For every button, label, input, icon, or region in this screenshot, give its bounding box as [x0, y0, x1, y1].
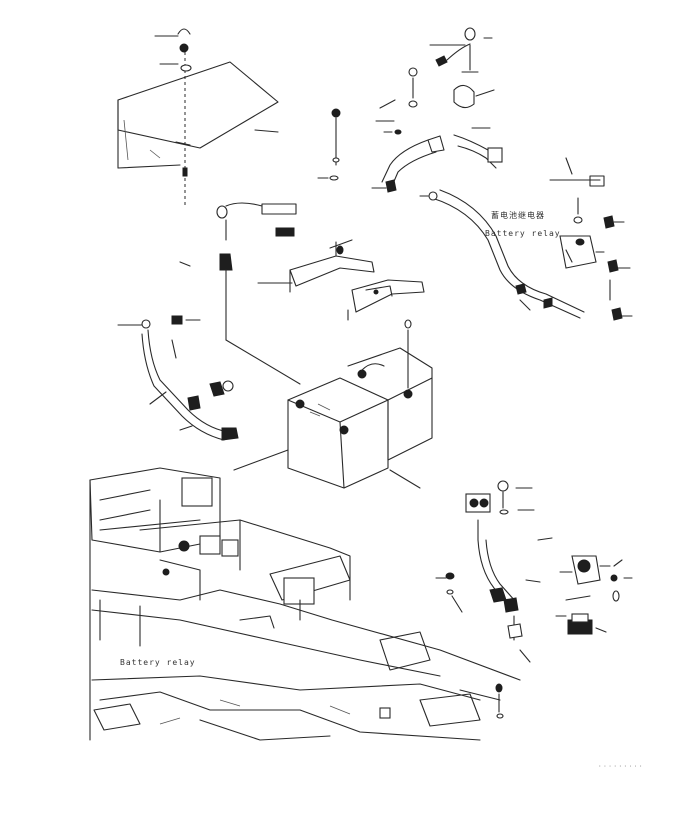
ground-bolt-lower — [495, 683, 504, 719]
terminal-bolt-stack — [317, 108, 341, 181]
battery-relay-group — [549, 157, 633, 321]
drawing-code: ········· — [598, 763, 644, 770]
battery-cover-plate — [117, 61, 279, 169]
battery-hold-down-bracket — [257, 239, 425, 321]
ground-cable-upper — [179, 202, 301, 385]
machine-frame — [89, 467, 521, 741]
starter-relay-group — [435, 480, 553, 663]
battery-ground-lead — [233, 449, 289, 471]
battery-left — [287, 377, 389, 489]
top-cable-assembly — [371, 27, 503, 193]
horn-relay-group — [555, 555, 633, 635]
relay-cable-route — [419, 189, 585, 319]
battery-right — [347, 319, 433, 461]
battery-callout — [389, 469, 421, 489]
cover-bolt — [154, 28, 192, 205]
battery-relay-label-en: Battery relay — [485, 229, 561, 238]
frame-relay-label: Battery relay — [120, 658, 196, 667]
battery-relay-label-jp: 蓄电池继电器 — [491, 210, 545, 220]
ground-cable-left — [117, 315, 239, 441]
